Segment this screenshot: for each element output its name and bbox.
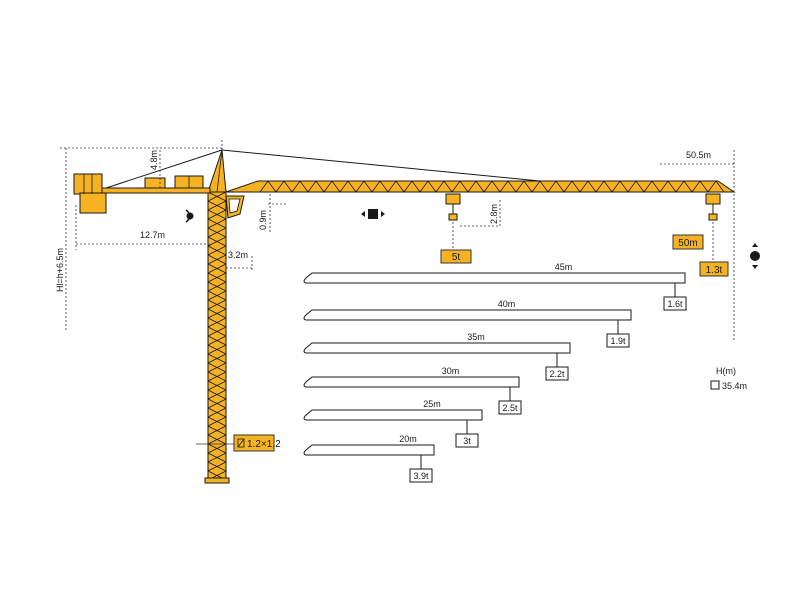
height-value: 35.4m bbox=[722, 381, 747, 391]
tip-radius-tag: 50m bbox=[672, 234, 704, 250]
load-chart: 45m 1.6t 40m 1.9t 35m 2.2t 30m 2.5t 25m 3t 20m 3.9t bbox=[303, 262, 687, 483]
jib-outline bbox=[303, 342, 571, 354]
mast-height-icon bbox=[710, 380, 720, 390]
jib-outline bbox=[303, 409, 483, 421]
hoist-icon bbox=[750, 243, 760, 269]
load-value-label: 3.9t bbox=[413, 471, 429, 481]
load-value-label: 2.2t bbox=[549, 369, 565, 379]
load-value-label: 2.5t bbox=[502, 403, 518, 413]
load-tag bbox=[545, 366, 569, 381]
load-tag bbox=[606, 333, 630, 348]
jib-length-label: 25m bbox=[423, 399, 441, 409]
jib-length-label: 45m bbox=[555, 262, 573, 272]
load-tag bbox=[455, 433, 479, 448]
jib-outline bbox=[303, 272, 686, 284]
tower-mast bbox=[204, 189, 230, 484]
dim-trolley-drop: 2.8m bbox=[489, 204, 499, 224]
load-tag bbox=[663, 296, 687, 311]
tip-radius-text: 50m bbox=[678, 238, 697, 249]
load-value-label: 1.6t bbox=[667, 299, 683, 309]
load-chart-row: 35m 2.2t bbox=[303, 332, 571, 381]
max-load-text: 5t bbox=[452, 252, 461, 263]
jib-length-label: 20m bbox=[399, 434, 417, 444]
jib-length-label: 35m bbox=[467, 332, 485, 342]
load-chart-row: 20m 3.9t bbox=[303, 434, 435, 483]
load-chart-row: 30m 2.5t bbox=[303, 366, 522, 415]
mast-section-text: 1.2×1.2 bbox=[247, 439, 281, 450]
load-tag bbox=[498, 400, 522, 415]
jib-outline bbox=[303, 309, 632, 321]
jib-outline bbox=[303, 376, 520, 388]
load-chart-row: 25m 3t bbox=[303, 399, 483, 448]
load-chart-row: 40m 1.9t bbox=[303, 299, 632, 348]
jib-outline bbox=[303, 444, 435, 456]
load-value-label: 3t bbox=[463, 436, 471, 446]
dim-counter-jib: 12.7m bbox=[140, 230, 165, 240]
load-chart-row: 45m 1.6t bbox=[303, 262, 687, 311]
dim-height-under-hook: Hl=h+6.5m bbox=[55, 248, 65, 292]
tip-load-text: 1.3t bbox=[706, 265, 723, 276]
counter-jib bbox=[73, 173, 211, 214]
slewing-icon bbox=[185, 209, 194, 223]
operator-cab bbox=[225, 195, 245, 219]
dim-max-radius: 50.5m bbox=[686, 150, 711, 160]
load-tag bbox=[409, 468, 433, 483]
trolley-mid bbox=[445, 193, 461, 221]
trolley-travel-icon bbox=[361, 209, 385, 219]
dimension-lines bbox=[60, 140, 735, 445]
dim-tower-offset: 3.2m bbox=[228, 250, 248, 260]
dim-jib-height: 0.9m bbox=[258, 210, 268, 230]
max-load-tag: 5t bbox=[440, 249, 472, 264]
mast-section-icon bbox=[237, 438, 245, 448]
jib-length-label: 40m bbox=[498, 299, 516, 309]
jib-length-label: 30m bbox=[442, 366, 460, 376]
dim-top-height: 4.8m bbox=[149, 150, 159, 170]
trolley-tip bbox=[705, 193, 721, 221]
height-label: H(m) bbox=[716, 366, 736, 376]
mast-section-tag: 1.2×1.2 bbox=[233, 434, 281, 452]
tip-load-tag: 1.3t bbox=[699, 261, 729, 277]
tower-peak bbox=[207, 149, 227, 193]
tie-rods bbox=[99, 149, 541, 191]
load-value-label: 1.9t bbox=[610, 336, 626, 346]
main-jib bbox=[225, 180, 736, 193]
